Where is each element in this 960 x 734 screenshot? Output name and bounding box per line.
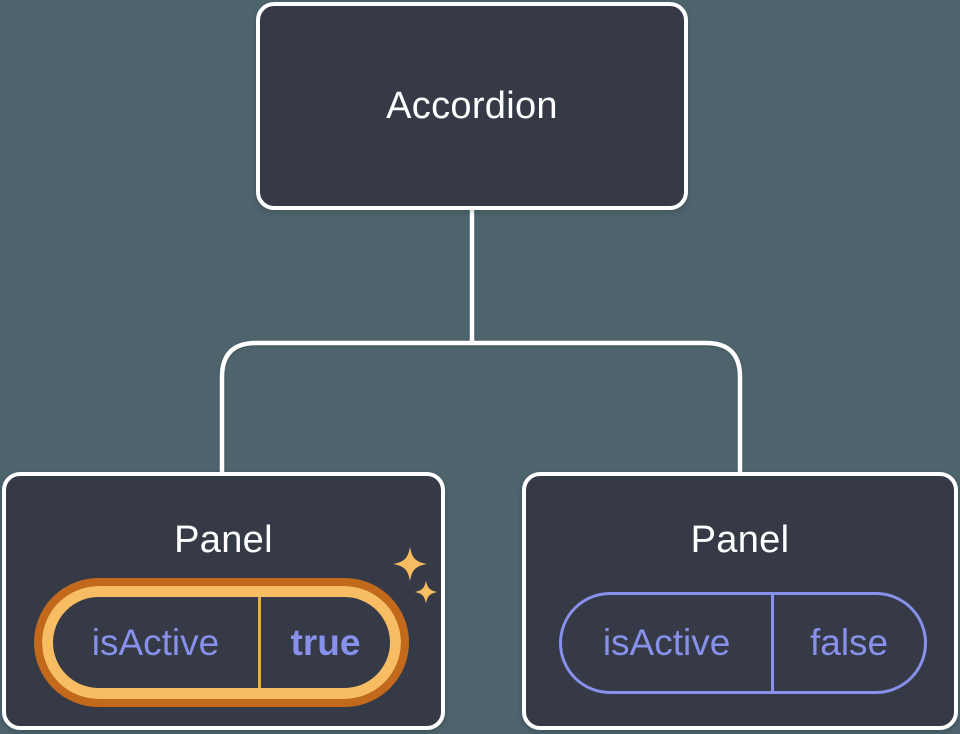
state-pill-active: isActive true (34, 578, 409, 707)
state-prop-value: true (290, 621, 361, 663)
sparkles-icon (393, 547, 438, 604)
panel-node-inactive: Panel isActive false (522, 472, 958, 730)
state-pill-inactive: isActive false (559, 592, 927, 694)
root-node-label: Accordion (386, 84, 558, 127)
connector-branches (219, 340, 743, 476)
state-prop-name: isActive (53, 597, 261, 688)
state-prop-value: false (809, 622, 889, 663)
panel-inactive-label: Panel (690, 519, 790, 561)
sparkle-small (414, 580, 438, 604)
panel-active-label: Panel (174, 519, 273, 561)
root-node-accordion: Accordion (256, 2, 688, 210)
sparkle-large (393, 547, 427, 581)
state-prop-name: isActive (562, 595, 775, 691)
panel-node-active: Panel isActive true (2, 472, 445, 730)
